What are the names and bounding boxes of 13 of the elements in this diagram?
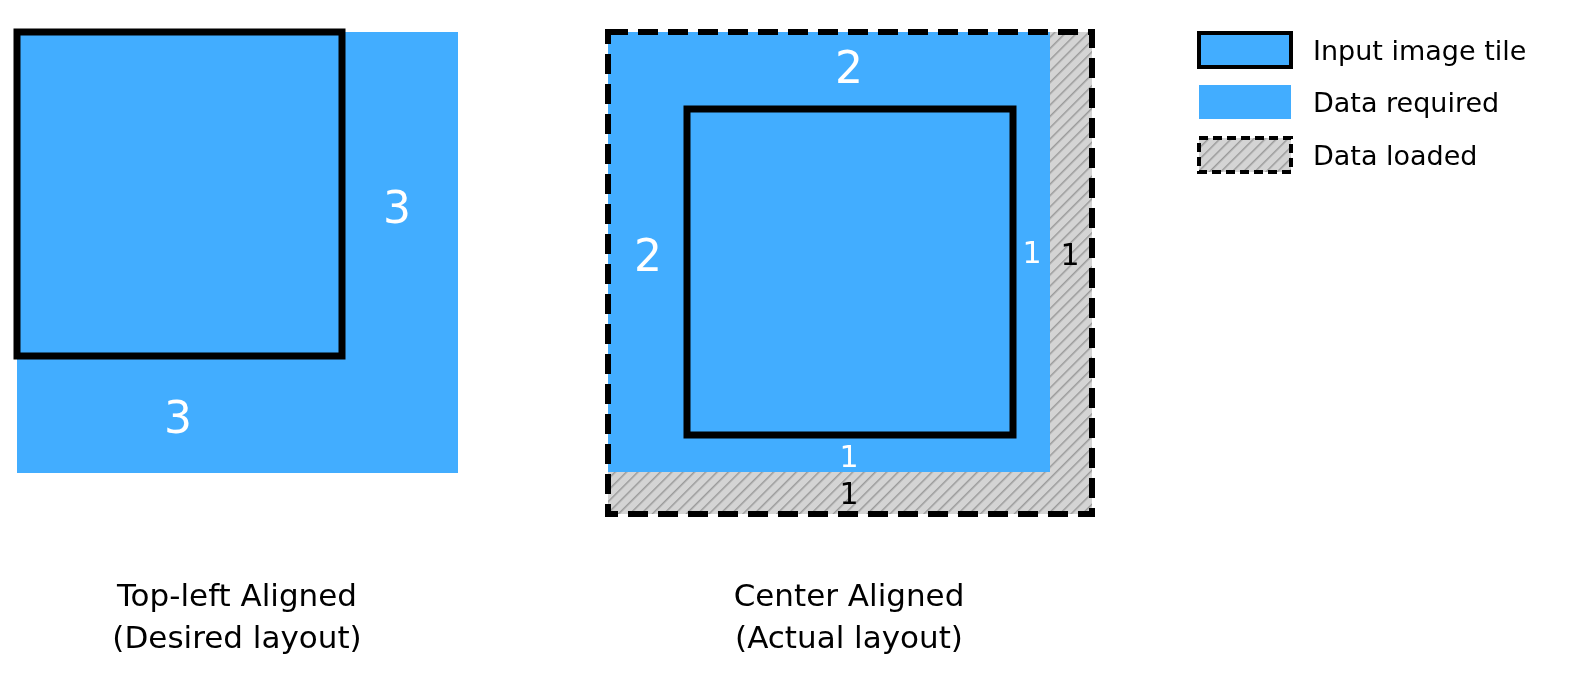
dimension-number: 1 (1022, 238, 1042, 268)
dimension-number: 1 (1060, 240, 1080, 270)
dimension-number: 2 (634, 234, 662, 278)
dimension-number: 2 (835, 46, 863, 90)
legend-label: Data loaded (1313, 141, 1478, 169)
legend-label: Data required (1313, 88, 1500, 116)
dimension-number: 3 (383, 186, 411, 230)
dimension-number: 1 (839, 442, 859, 472)
legend-label: Input image tile (1313, 36, 1527, 64)
caption: Center Aligned (Actual layout) (732, 576, 966, 657)
caption: Top-left Aligned (Desired layout) (111, 576, 363, 657)
dimension-number: 3 (164, 396, 192, 440)
dimension-number: 1 (839, 479, 859, 509)
